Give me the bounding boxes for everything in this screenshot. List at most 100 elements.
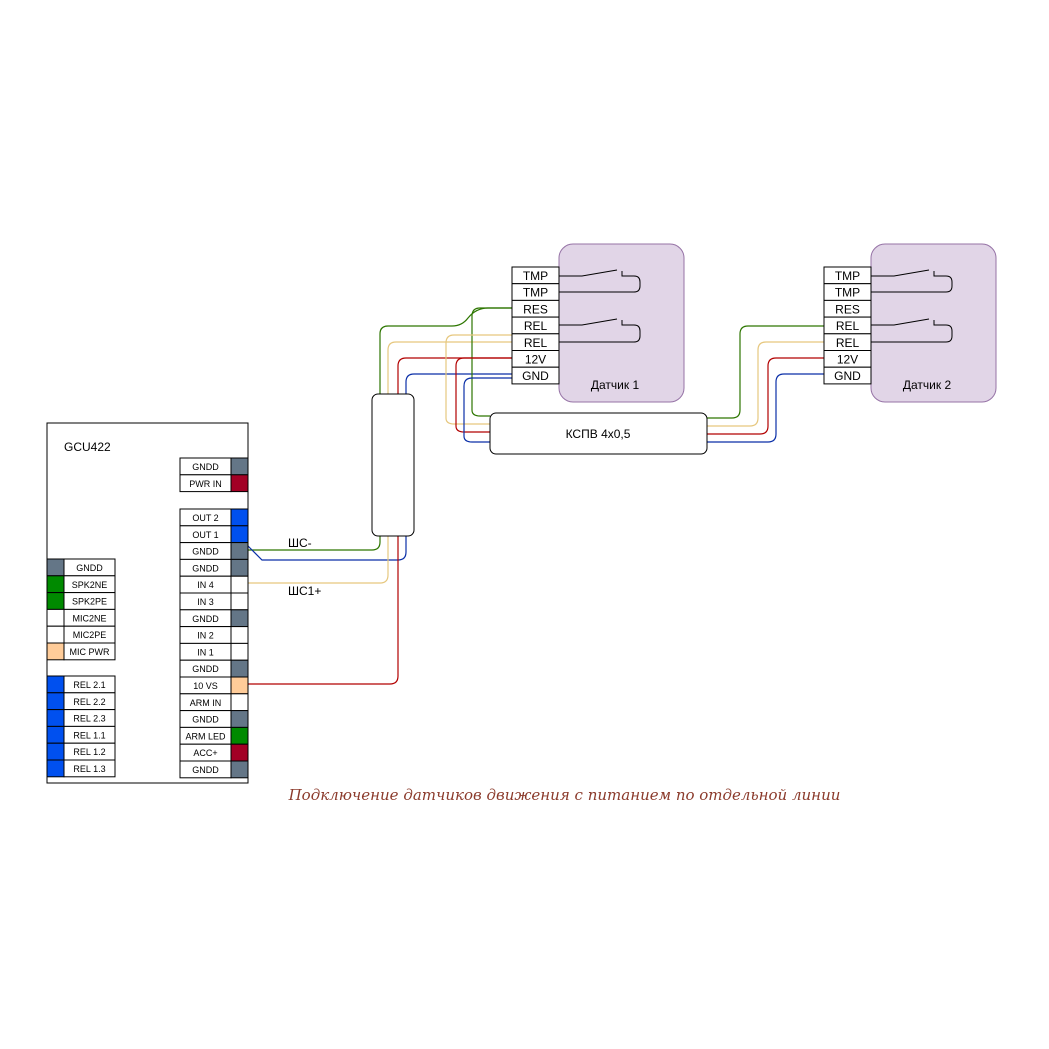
- sensor-terminal-label: GND: [834, 369, 861, 383]
- pin-row: REL 1.3: [46, 759, 116, 778]
- pin-color-swatch: [230, 575, 249, 594]
- pin-color-swatch: [46, 592, 65, 610]
- pin-label: GNDD: [76, 563, 103, 573]
- pin-row: SPK2PE: [46, 592, 116, 610]
- sensor-terminal-label: TMP: [523, 286, 548, 300]
- pin-label: GNDD: [192, 664, 219, 674]
- pin-row: GNDD: [179, 659, 249, 678]
- pin-color-swatch: [46, 709, 65, 727]
- pin-row: REL 1.1: [46, 725, 116, 744]
- wire-blue-s1-cable: [463, 377, 512, 443]
- pin-row: MIC2NE: [46, 608, 116, 627]
- sensor-terminal-label: REL: [524, 336, 548, 350]
- sensor-terminal-label: RES: [523, 302, 548, 316]
- pin-row: REL 2.1: [46, 675, 116, 694]
- pin-color-swatch: [230, 760, 249, 779]
- pin-row: GNDD: [179, 558, 249, 577]
- pin-row: PWR IN: [179, 474, 249, 493]
- pin-row: IN 3: [179, 592, 249, 611]
- pin-row: GNDD: [179, 710, 249, 728]
- wire-blue-cable-s2: [707, 373, 824, 443]
- controller-right-top-pins: GNDD PWR IN: [179, 457, 249, 493]
- pin-color-swatch: [46, 608, 65, 627]
- wire-tan-cable-s2: [707, 341, 824, 427]
- wire-tan-s1-cable: [445, 334, 512, 425]
- pin-row: IN 4: [179, 575, 249, 594]
- sensor-terminal-label: REL: [836, 319, 860, 333]
- pin-color-swatch: [230, 626, 249, 644]
- pin-color-swatch: [46, 625, 65, 644]
- pin-label: GNDD: [192, 715, 219, 725]
- pin-color-swatch: [46, 692, 65, 711]
- pin-label: REL 2.3: [73, 714, 105, 724]
- pin-row: MIC PWR: [46, 642, 116, 661]
- pin-color-swatch: [46, 675, 65, 694]
- pin-color-swatch: [230, 693, 249, 712]
- pin-label: ARM IN: [190, 698, 222, 708]
- pin-color-swatch: [230, 659, 249, 678]
- sensor-terminal-cell: [823, 366, 872, 385]
- wire-green-shs-minus: [248, 307, 512, 551]
- pin-color-swatch: [46, 742, 65, 761]
- pin-label: SPK2PE: [72, 597, 107, 607]
- wire-red-cable-s2: [707, 357, 824, 435]
- pin-row: OUT 2: [179, 508, 249, 527]
- pin-color-swatch: [230, 609, 249, 628]
- pin-label: IN 2: [197, 631, 214, 641]
- pin-label: PWR IN: [189, 479, 222, 489]
- pin-row: GNDD: [179, 760, 249, 779]
- pin-color-swatch: [230, 710, 249, 728]
- pin-color-swatch: [230, 642, 249, 661]
- diagram-caption: Подключение датчиков движения с питанием…: [288, 786, 841, 804]
- pin-color-swatch: [230, 743, 249, 762]
- pin-label: REL 2.1: [73, 680, 105, 690]
- sensor-terminal-label: GND: [522, 369, 549, 383]
- pin-label: REL 1.1: [73, 730, 105, 740]
- pin-label: GNDD: [192, 765, 219, 775]
- cable-splice-box: [371, 393, 415, 537]
- pin-row: 10 VS: [179, 676, 249, 695]
- sensor-name: Датчик 1: [591, 378, 640, 392]
- pin-label: SPK2NE: [72, 580, 108, 590]
- sensor-terminal-label: TMP: [835, 269, 860, 283]
- pin-color-swatch: [230, 457, 249, 476]
- pin-color-swatch: [46, 575, 65, 594]
- pin-row: GNDD: [179, 457, 249, 476]
- pin-label: REL 1.2: [73, 747, 105, 757]
- wire-green-cable-s2: [707, 325, 824, 419]
- pin-row: GNDD: [179, 609, 249, 628]
- pin-row: IN 1: [179, 642, 249, 661]
- pin-label: REL 2.2: [73, 697, 105, 707]
- controller-title: GCU422: [64, 440, 111, 454]
- pin-row: ARM LED: [179, 726, 249, 745]
- pin-color-swatch: [230, 726, 249, 745]
- pin-label: IN 3: [197, 597, 214, 607]
- pin-label: ARM LED: [185, 731, 226, 741]
- pin-label: GNDD: [192, 547, 219, 557]
- contact-switch: [559, 269, 641, 293]
- sensor-terminal-label: TMP: [523, 269, 548, 283]
- sensor-terminal-label: RES: [835, 302, 860, 316]
- pin-row: REL 2.2: [46, 692, 116, 711]
- wire-red-s1-cable: [455, 357, 512, 433]
- pin-color-swatch: [230, 525, 249, 544]
- pin-color-swatch: [46, 642, 65, 661]
- pin-label: IN 4: [197, 580, 214, 590]
- pin-label: 10 VS: [193, 681, 218, 691]
- pin-label: ACC+: [193, 748, 217, 758]
- wire-green-s1-cable: [471, 307, 512, 417]
- pin-color-swatch: [230, 542, 249, 560]
- pin-color-swatch: [230, 558, 249, 577]
- pin-row: MIC2PE: [46, 625, 116, 644]
- pin-color-swatch: [230, 676, 249, 695]
- pin-row: REL 2.3: [46, 709, 116, 727]
- kspv-cable-label: КСПВ 4х0,5: [566, 427, 631, 441]
- label-shs-minus: ШС-: [288, 536, 312, 550]
- pin-color-swatch: [46, 759, 65, 778]
